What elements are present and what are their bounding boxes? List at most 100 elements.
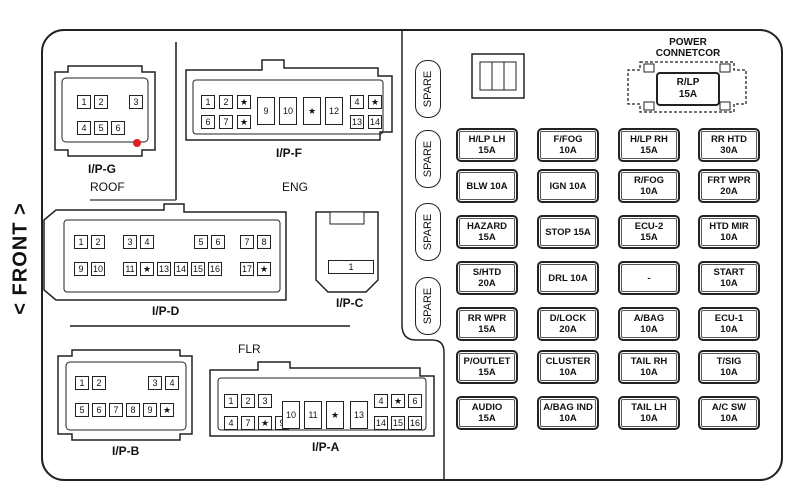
fuse-name: S/HTD xyxy=(472,267,502,278)
fuse-name: HTD MIR xyxy=(709,221,749,232)
connector-pin: 5 xyxy=(94,121,108,135)
front-label: < FRONT > xyxy=(9,202,32,315)
connector-ip-d-shell xyxy=(43,203,287,301)
fuse-rating: 10A xyxy=(720,232,738,243)
connector-pin: 13 xyxy=(350,401,368,429)
connector-pin: 2 xyxy=(219,95,233,109)
fuse-name: A/BAG xyxy=(633,313,665,324)
fuse-rating: 20A xyxy=(478,278,496,289)
fuse-name: H/LP RH xyxy=(630,134,668,145)
connector-pin: 2 xyxy=(241,394,255,408)
fuse-name: FRT WPR xyxy=(707,175,751,186)
connector-pin: 1 xyxy=(201,95,215,109)
fuse-name: CLUSTER xyxy=(545,356,591,367)
connector-pin: 1 xyxy=(74,235,88,249)
connector-label-ip-c: I/P-C xyxy=(336,296,364,310)
eng-label: ENG xyxy=(282,180,309,194)
fuse-rating: 20A xyxy=(559,324,577,335)
spare-fuse-slot: SPARE xyxy=(415,60,441,118)
fuse-rating: 15A xyxy=(478,324,496,335)
connector-pin: ★ xyxy=(237,115,251,129)
connector-label-ip-d: I/P-D xyxy=(152,304,180,318)
fuse-name: H/LP LH xyxy=(468,134,506,145)
connector-pin: 3 xyxy=(129,95,143,109)
connector-pin: 12 xyxy=(325,97,343,125)
connector-pin: ★ xyxy=(368,95,382,109)
fuse-name: HAZARD xyxy=(466,221,508,232)
connector-pin: ★ xyxy=(160,403,174,417)
connector-pin: 6 xyxy=(111,121,125,135)
fuse-name: D/LOCK xyxy=(549,313,587,324)
spare-fuse-slot: SPARE xyxy=(415,130,441,188)
connector-pin: 7 xyxy=(241,416,255,430)
connector-pin: 17 xyxy=(240,262,254,276)
fuse-rating: 15A xyxy=(478,413,496,424)
connector-pin: 14 xyxy=(374,416,388,430)
fuse-rating: 15A xyxy=(478,145,496,156)
connector-pin: 11 xyxy=(304,401,322,429)
fuse-rating: 20A xyxy=(720,186,738,197)
fuse-rating: 10A xyxy=(559,145,577,156)
connector-pin: ★ xyxy=(237,95,251,109)
fuse-rating: 15A xyxy=(640,145,658,156)
connector-pin: 9 xyxy=(257,97,275,125)
fuse-rating: 10A xyxy=(559,367,577,378)
fuse-name: RR WPR xyxy=(467,313,507,324)
connector-pin: 2 xyxy=(94,95,108,109)
fuse-name: START xyxy=(713,267,745,278)
connector-pin: ★ xyxy=(140,262,154,276)
fuse: BLW 10A xyxy=(456,169,518,203)
connector-pin: 3 xyxy=(258,394,272,408)
fuse-name: STOP 15A xyxy=(545,226,591,238)
spare-fuse-slot: SPARE xyxy=(415,203,441,261)
connector-pin: ★ xyxy=(258,416,272,430)
connector-pin: 10 xyxy=(91,262,105,276)
connector-pin: 9 xyxy=(74,262,88,276)
fuse-rating: 30A xyxy=(720,145,738,156)
fuse: STOP 15A xyxy=(537,215,599,249)
connector-pin: 4 xyxy=(374,394,388,408)
connector-pin: ★ xyxy=(257,262,271,276)
fuse-name: ECU-1 xyxy=(714,313,744,324)
fuse-rating: 10A xyxy=(640,413,658,424)
fuse-name: TAIL LH xyxy=(631,402,667,413)
fuse-rating: 10A xyxy=(720,324,738,335)
fuse-name: T/SIG xyxy=(716,356,742,367)
fuse-name: AUDIO xyxy=(471,402,503,413)
connector-pin: 10 xyxy=(282,401,300,429)
connector-pin: 2 xyxy=(91,235,105,249)
connector-label-ip-f: I/P-F xyxy=(276,146,302,160)
power-connector-title: POWER CONNETCOR xyxy=(655,37,721,59)
roof-label: ROOF xyxy=(90,180,125,194)
connector-ip-b-shell xyxy=(57,349,193,441)
fuse-r-lp: R/LP 15A xyxy=(656,72,720,106)
connector-pin: 4 xyxy=(77,121,91,135)
connector-pin: ★ xyxy=(391,394,405,408)
connector-pin: 15 xyxy=(191,262,205,276)
connector-pin: 14 xyxy=(368,115,382,129)
connector-label-ip-g: I/P-G xyxy=(88,162,117,176)
fuse-rating: 15A xyxy=(640,232,658,243)
connector-pin: 4 xyxy=(165,376,179,390)
connector-pin: 4 xyxy=(224,416,238,430)
connector-pin: 15 xyxy=(391,416,405,430)
connector-pin: 4 xyxy=(350,95,364,109)
connector-pin: 8 xyxy=(126,403,140,417)
connector-pin: 6 xyxy=(408,394,422,408)
connector-pin: 1 xyxy=(224,394,238,408)
connector-pin: 1 xyxy=(328,260,374,274)
connector-pin: 13 xyxy=(157,262,171,276)
